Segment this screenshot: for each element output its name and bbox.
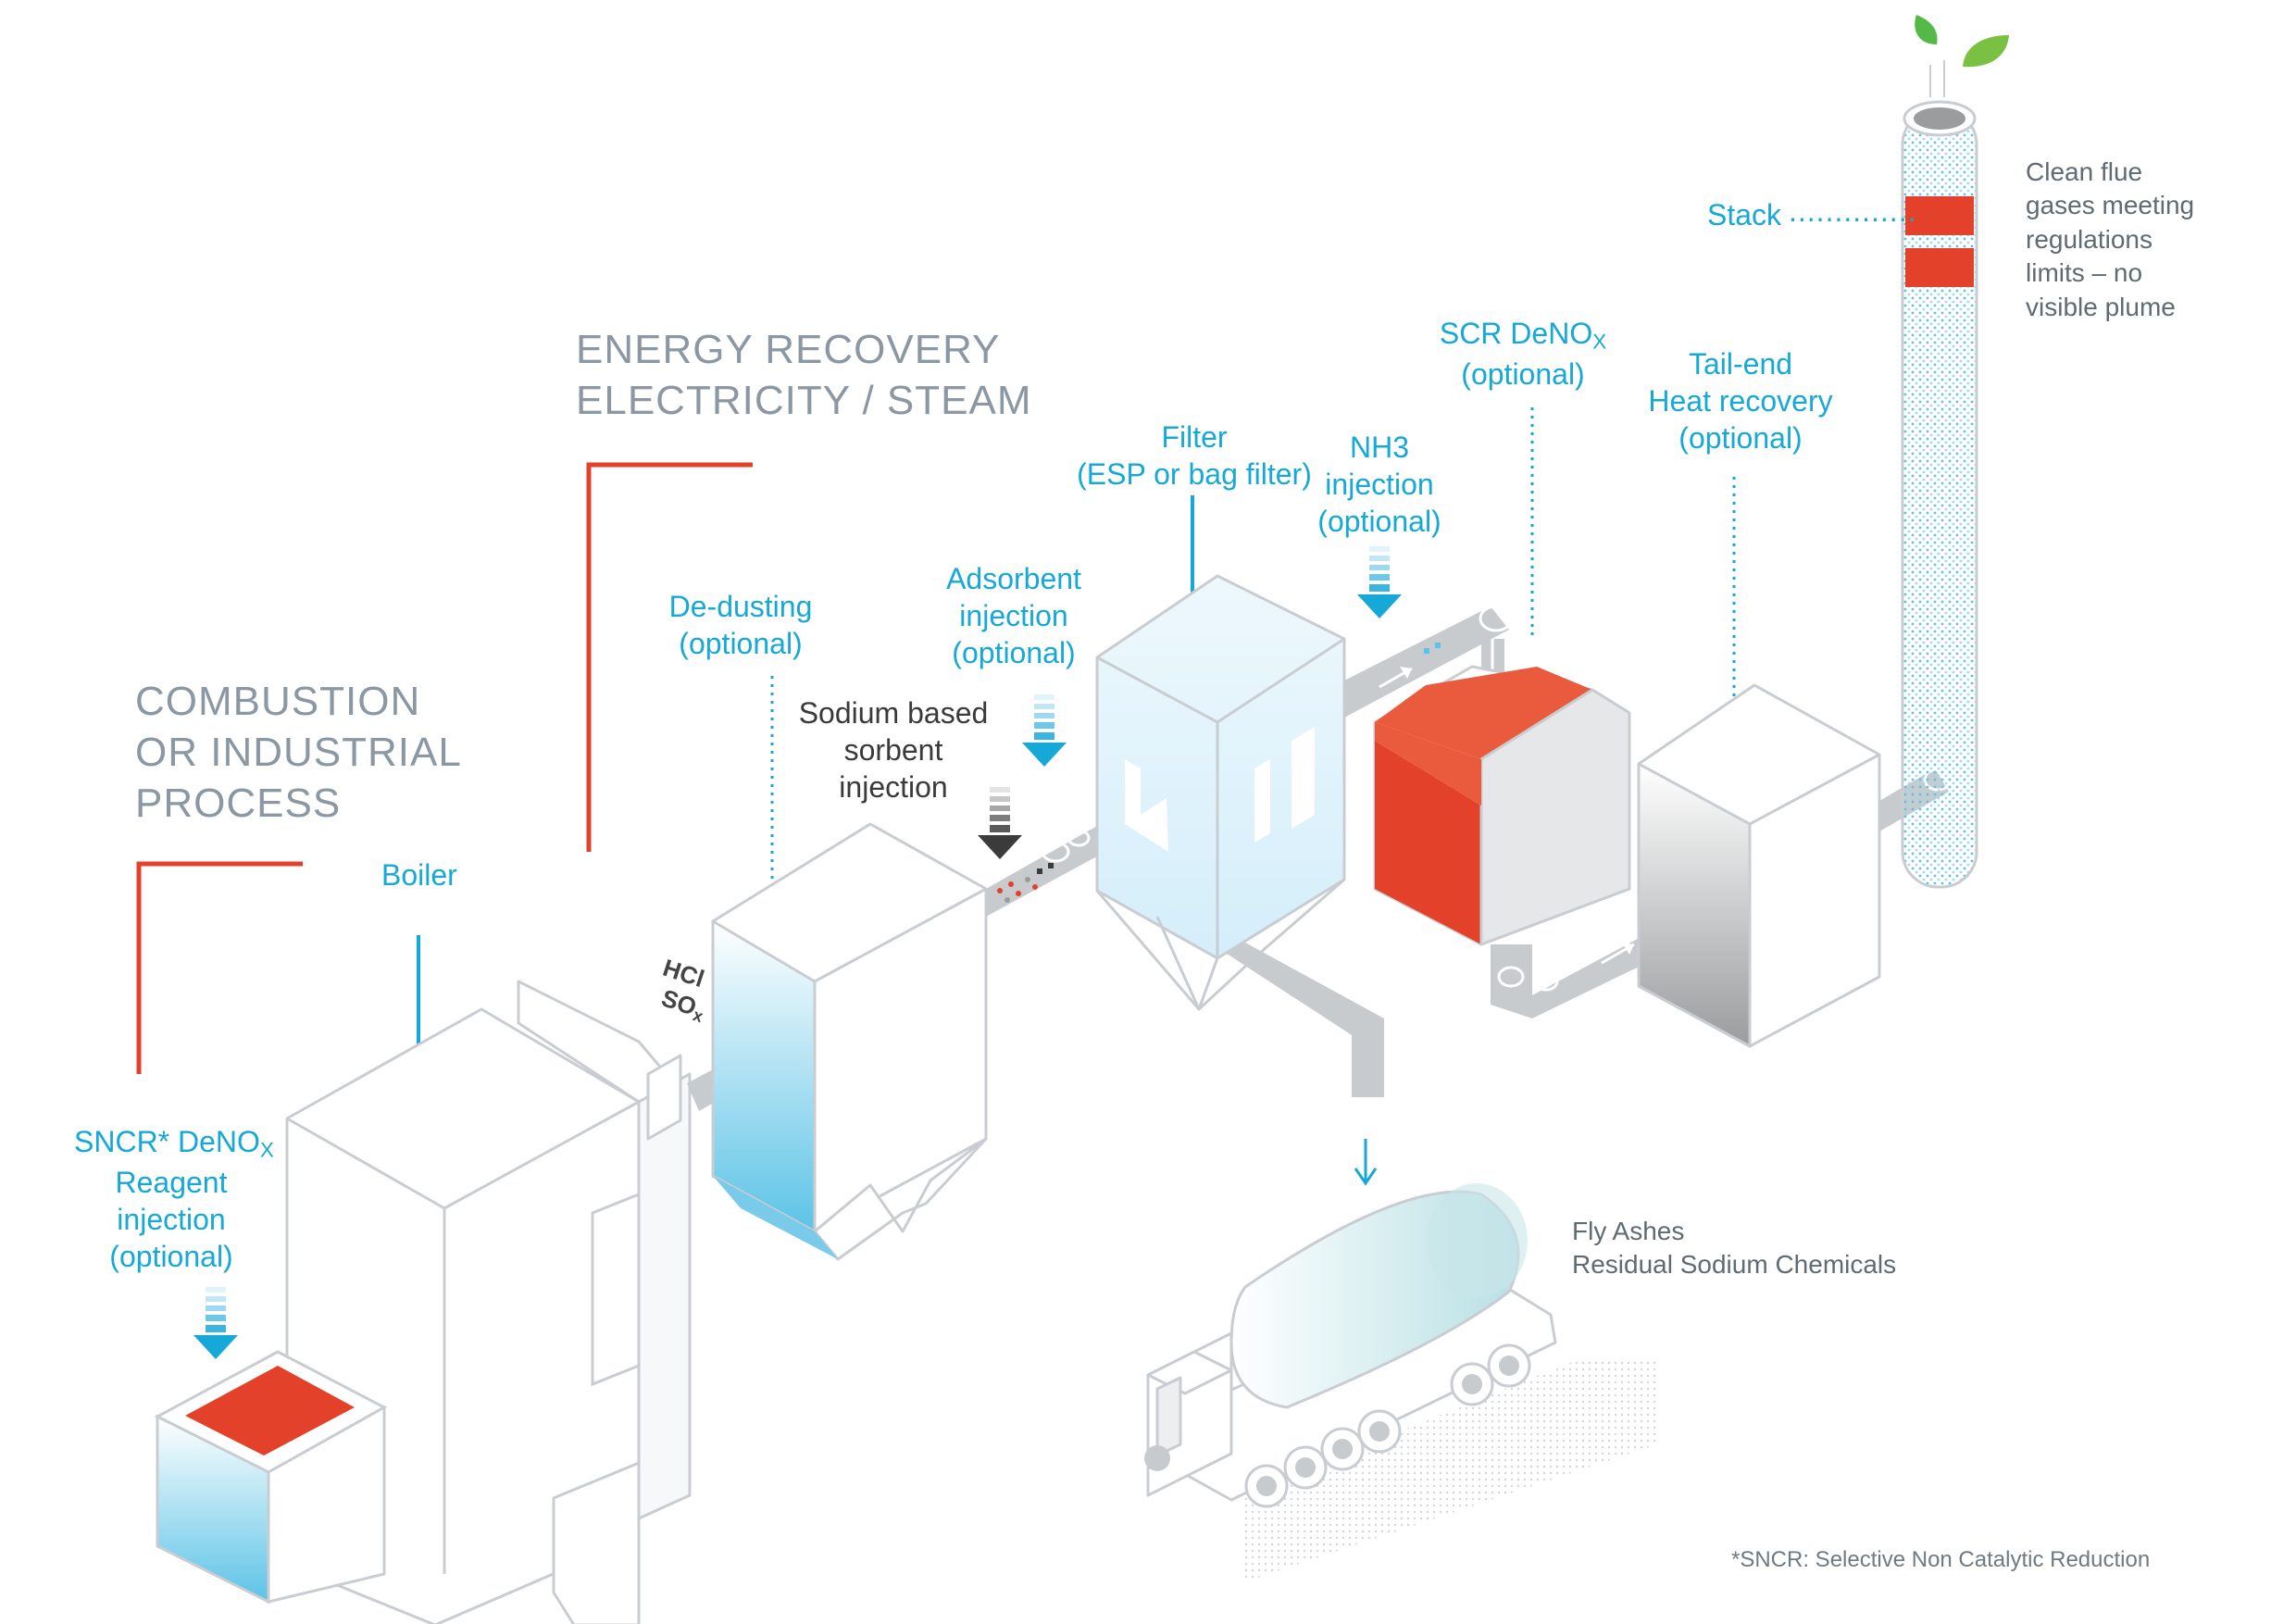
- nh3-label-line3: (optional): [1317, 505, 1441, 538]
- sncr-label-line2: Reagent: [115, 1165, 228, 1199]
- dedusting-label-line2: (optional): [679, 627, 803, 660]
- scr-reactor: [1373, 665, 1631, 946]
- dedusting-label-line1: De-dusting: [668, 590, 813, 623]
- scr-label-line2: (optional): [1461, 356, 1585, 391]
- fly-ash-truck: [1144, 1183, 1657, 1583]
- tailend-unit: [1637, 683, 1881, 1048]
- sncr-injection-arrow: [193, 1287, 238, 1359]
- boiler-wing: [552, 1192, 641, 1624]
- clean-flue-note: Clean flue gases meeting regulations lim…: [2026, 156, 2194, 324]
- fly-ashes-line1: Fly Ashes: [1572, 1217, 1685, 1245]
- combustion-heading-line1: COMBUSTION: [135, 679, 421, 724]
- combustion-bracket: [136, 861, 303, 1074]
- adsorbent-label-line1: Adsorbent: [946, 562, 1081, 595]
- combustion-heading-line2: OR INDUSTRIAL: [135, 730, 462, 775]
- ash-duct: [1227, 943, 1384, 1097]
- nh3-injection-arrow: [1357, 546, 1402, 618]
- sodium-label-line3: injection: [839, 770, 948, 804]
- clean-note-line3: regulations: [2026, 224, 2152, 254]
- dedusting-label: De-dusting (optional): [662, 588, 819, 662]
- nh3-label-line1: NH3: [1349, 431, 1409, 464]
- energy-heading-line2: ELECTRICITY / STEAM: [576, 378, 1032, 423]
- clean-note-line2: gases meeting: [2026, 191, 2195, 220]
- adsorbent-injection-arrow: [1022, 694, 1067, 767]
- adsorbent-label-line2: injection: [959, 599, 1068, 632]
- fly-ashes-note: Fly Ashes Residual Sodium Chemicals: [1572, 1215, 1896, 1282]
- stack-dotted-leader: ..............: [1789, 194, 1917, 228]
- sncr-label-line4: (optional): [109, 1239, 233, 1273]
- scr-label-sub: X: [1592, 330, 1607, 354]
- tailend-label-line3: (optional): [1678, 421, 1803, 455]
- clean-note-line1: Clean flue: [2026, 157, 2143, 186]
- leaf-icon: [1915, 15, 2009, 68]
- sncr-label: SNCR* DeNOX Reagent injection (optional): [74, 1123, 274, 1275]
- scr-label: SCR DeNOX (optional): [1430, 315, 1616, 393]
- filter-label: Filter (ESP or bag filter): [1069, 418, 1319, 493]
- stack-label: Stack: [1707, 198, 1782, 231]
- footnote: *SNCR: Selective Non Catalytic Reduction: [1731, 1547, 2151, 1572]
- nh3-label-line2: injection: [1325, 468, 1434, 501]
- sncr-label-line1: SNCR* DeNO: [74, 1125, 260, 1158]
- scr-label-line1: SCR DeNO: [1439, 317, 1593, 350]
- sodium-label-line2: sorbent: [843, 733, 943, 767]
- tailend-label-line2: Heat recovery: [1648, 384, 1833, 418]
- dedusting-unit: [711, 822, 988, 1261]
- clean-note-line4: limits – no: [2026, 258, 2143, 288]
- energy-heading: ENERGY RECOVERY ELECTRICITY / STEAM: [576, 324, 1032, 426]
- stack: [1901, 60, 1978, 889]
- filter-unit: [1095, 574, 1346, 1011]
- combustion-heading-line3: PROCESS: [135, 781, 342, 826]
- tailend-label-line1: Tail-end: [1688, 347, 1793, 381]
- sodium-label: Sodium based sorbent injection: [792, 694, 995, 806]
- sncr-furnace: [154, 1350, 388, 1605]
- filter-label-line2: (ESP or bag filter): [1077, 457, 1312, 491]
- energy-heading-line1: ENERGY RECOVERY: [576, 327, 1001, 372]
- boiler-label: Boiler: [381, 858, 457, 892]
- sodium-label-line1: Sodium based: [798, 696, 989, 730]
- adsorbent-label: Adsorbent injection (optional): [930, 560, 1097, 671]
- sncr-label-line3: injection: [117, 1202, 226, 1236]
- nh3-label: NH3 injection (optional): [1305, 429, 1454, 540]
- tailend-label: Tail-end Heat recovery (optional): [1634, 345, 1847, 456]
- ash-drop-arrow: [1354, 1139, 1378, 1186]
- adsorbent-label-line3: (optional): [952, 636, 1076, 669]
- sncr-label-sub: X: [259, 1138, 274, 1162]
- fly-ashes-line2: Residual Sodium Chemicals: [1572, 1250, 1897, 1280]
- energy-bracket: [586, 462, 753, 852]
- filter-label-line1: Filter: [1161, 420, 1228, 454]
- combustion-heading: COMBUSTION OR INDUSTRIAL PROCESS: [135, 676, 462, 829]
- clean-note-line5: visible plume: [2026, 292, 2176, 321]
